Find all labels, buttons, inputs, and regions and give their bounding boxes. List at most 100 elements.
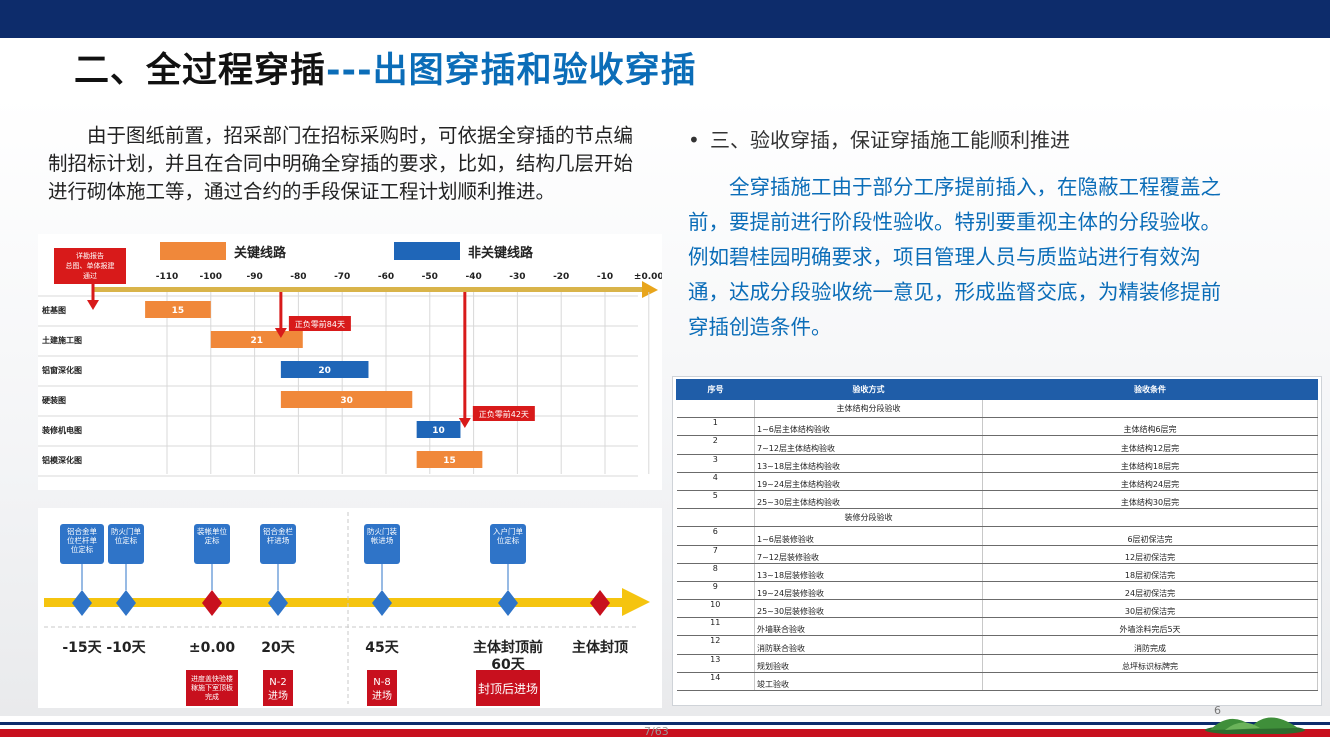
timeline-tag-label: N-8	[373, 677, 390, 688]
table-section-title: 主体结构分段验收	[754, 399, 983, 419]
note-line: 总图、单体报建	[66, 261, 115, 270]
row-number-cell: 7	[676, 545, 755, 564]
method-cell: 1~6层装修验收	[754, 526, 983, 546]
task-label: 土建施工图	[42, 335, 82, 345]
bar-value-label: 15	[172, 306, 185, 316]
bar-value-label: 20	[318, 366, 331, 376]
table-cell	[676, 508, 755, 528]
row-number-cell: 8	[676, 563, 755, 582]
row-number-cell: 6	[676, 526, 755, 546]
method-cell: 13~18层装修验收	[754, 563, 983, 582]
timeline-tag-label: 完成	[205, 692, 219, 701]
x-tick-label: ±0.00	[634, 272, 662, 282]
timeline-diamond	[202, 590, 222, 616]
timeline-diamond	[498, 590, 518, 616]
table-section-row: 装修分段验收	[676, 508, 1318, 528]
table-cell	[676, 399, 755, 419]
callout-box	[472, 406, 535, 421]
timeline-node-box	[108, 524, 144, 564]
slide-title: 二、全过程穿插---出图穿插和验收穿插	[74, 42, 697, 93]
condition-cell: 主体结构30层完	[982, 490, 1318, 510]
callout-label: 正负零前84天	[295, 319, 345, 329]
timeline-node-label: 位定标	[71, 544, 94, 554]
method-cell: 19~24层装修验收	[754, 581, 983, 601]
bar-value-label: 10	[432, 426, 445, 436]
condition-cell: 主体结构18层完	[982, 454, 1318, 473]
legend-swatch	[160, 242, 226, 260]
bar-value-label: 21	[251, 336, 264, 346]
table-cell	[982, 399, 1318, 419]
method-cell: 25~30层装修验收	[754, 599, 983, 619]
footer-navy-line	[0, 722, 1330, 725]
gantt-bar	[145, 301, 211, 318]
header-condition: 验收条件	[982, 379, 1318, 400]
timeline-time-label: 45天	[365, 640, 399, 656]
timeline-diamond	[268, 590, 288, 616]
timeline-time-label: ±0.00	[189, 640, 236, 656]
timeline-tag-label: 进度盖快验楼	[191, 674, 233, 683]
timeline-node-label: 位栏杆单	[67, 535, 97, 545]
note-line: 详勘报告	[76, 251, 104, 260]
x-tick-label: -10	[597, 272, 613, 282]
row-number-cell: 14	[676, 672, 755, 692]
timeline-tag-box	[476, 670, 540, 706]
method-cell: 7~12层主体结构验收	[754, 435, 983, 455]
gantt-bar	[280, 361, 369, 378]
callout-arrow-head	[274, 328, 287, 338]
x-tick-label: -70	[334, 272, 350, 282]
gantt-bar	[416, 451, 483, 468]
acceptance-heading: •三、验收穿插，保证穿插施工能顺利推进	[688, 124, 1070, 153]
bar-value-label: 15	[443, 456, 456, 466]
x-tick-label: -60	[378, 272, 394, 282]
condition-cell: 18层初保洁完	[982, 563, 1318, 582]
task-label: 装修机电图	[41, 425, 82, 435]
condition-cell: 12层初保洁完	[982, 545, 1318, 564]
title-sub: ---出图穿插和验收穿插	[326, 51, 697, 91]
timeline-node-box	[364, 524, 400, 564]
timeline-node-box	[260, 524, 296, 564]
timeline-node-label: 入户门单	[493, 526, 523, 536]
condition-cell: 主体结构6层完	[982, 417, 1318, 437]
timeline-arrow	[622, 588, 650, 616]
condition-cell: 总坪标识标牌完	[982, 654, 1318, 673]
x-tick-label: -30	[509, 272, 525, 282]
acceptance-paragraph: 全穿插施工由于部分工序提前插入，在隐蔽工程覆盖之前，要提前进行阶段性验收。特别要…	[688, 175, 1221, 339]
condition-cell: 24层初保洁完	[982, 581, 1318, 601]
timeline-tag-label: 进场	[372, 689, 392, 702]
timeline-tag-box	[367, 670, 397, 706]
timeline-tag-label: 封顶后进场	[478, 682, 538, 696]
table-section-title: 装修分段验收	[754, 508, 983, 528]
bullet-icon: •	[688, 128, 700, 152]
header-no: 序号	[676, 379, 755, 400]
method-cell: 1~6层主体结构验收	[754, 417, 983, 437]
note-box	[54, 248, 126, 284]
timeline-node-label: 防火门装	[367, 526, 397, 536]
timeline-diamond	[590, 590, 610, 616]
method-cell: 竣工验收	[754, 672, 983, 692]
row-number-cell: 1	[676, 417, 755, 437]
timeline-tag-label: 进场	[268, 689, 288, 702]
bar-value-label: 30	[340, 396, 353, 406]
condition-cell: 外墙涂料完后5天	[982, 617, 1318, 637]
timeline-node-label: 铝合金栏	[263, 526, 293, 536]
header-method: 验收方式	[754, 379, 983, 400]
method-cell: 规划验收	[754, 654, 983, 673]
task-label: 硬装图	[42, 395, 66, 405]
timeline-node-label: 定标	[205, 535, 220, 545]
condition-cell: 主体结构24层完	[982, 472, 1318, 491]
timeline-tag-label: N-2	[269, 677, 286, 688]
timeline-time-label: 主体封顶前	[473, 639, 543, 656]
timeline-time-label: 主体封顶	[572, 639, 628, 656]
x-tick-label: -100	[200, 272, 223, 282]
